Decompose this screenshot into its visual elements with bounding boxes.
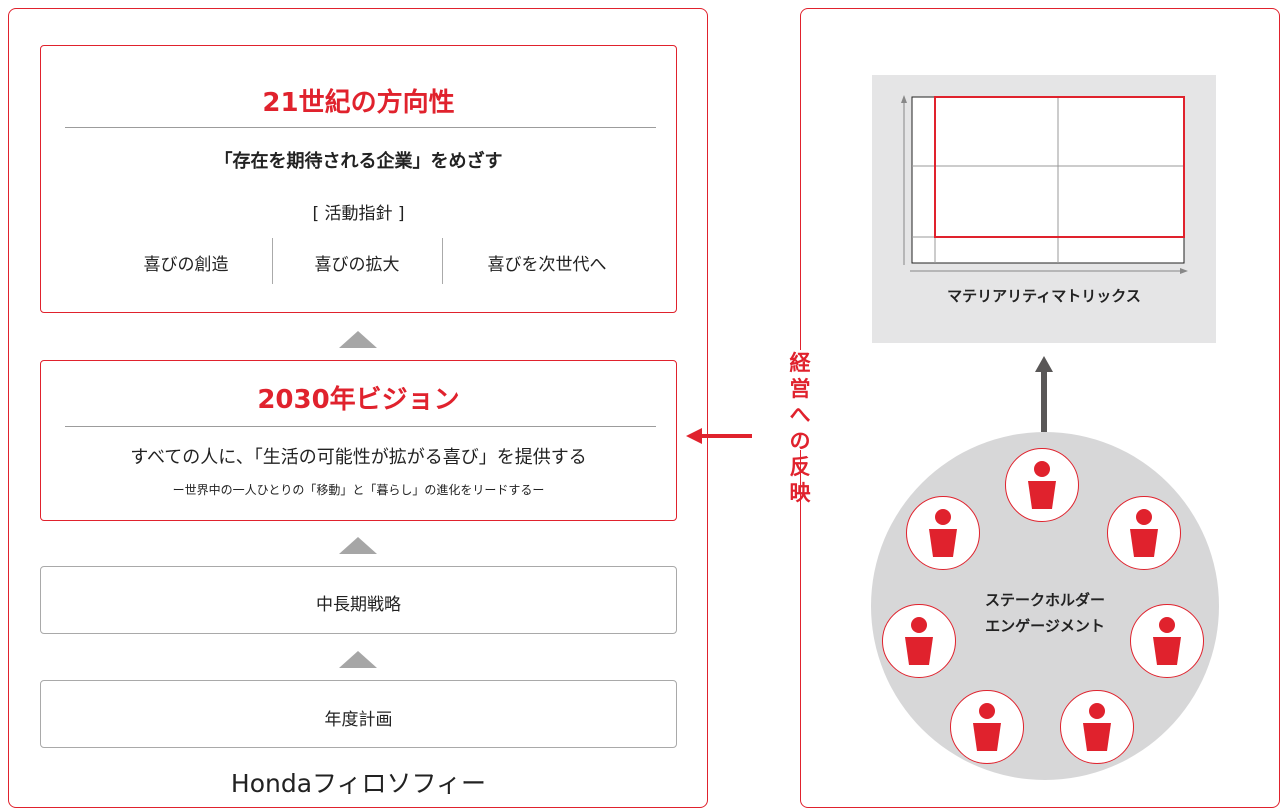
arrow-left-icon xyxy=(686,428,752,444)
philosophy-subheading: 「存在を期待される企業」をめざす xyxy=(214,151,503,172)
person-body xyxy=(929,529,957,557)
person-icon xyxy=(1107,496,1181,570)
person-body xyxy=(1083,723,1111,751)
reflection-char: 営 xyxy=(789,377,811,401)
person-glyph xyxy=(1028,461,1056,509)
stakeholder-line2: エンゲージメント xyxy=(985,617,1105,635)
person-glyph xyxy=(1130,509,1158,557)
arrow-up-icon xyxy=(1035,356,1053,432)
person-icon xyxy=(882,604,956,678)
person-icon xyxy=(906,496,980,570)
reflection-label: 経 営 へ の 反 映 xyxy=(776,350,824,505)
reflection-arrow xyxy=(686,425,754,447)
person-body xyxy=(1130,529,1158,557)
reflection-char: へ xyxy=(789,403,811,427)
person-glyph xyxy=(929,509,957,557)
guideline-divider xyxy=(442,238,443,284)
strategy-label: 中長期戦略 xyxy=(316,595,401,615)
person-head xyxy=(979,703,995,719)
up-triangle-icon xyxy=(339,651,377,668)
guideline-item: 喜びを次世代へ xyxy=(487,255,607,275)
person-body xyxy=(1028,481,1056,509)
materiality-matrix-chart xyxy=(901,95,1188,274)
person-glyph xyxy=(973,703,1001,751)
up-triangle-icon xyxy=(339,331,377,348)
person-head xyxy=(911,617,927,633)
guideline-item: 喜びの創造 xyxy=(143,255,229,275)
left-panel xyxy=(8,8,708,808)
person-icon xyxy=(1130,604,1204,678)
person-head xyxy=(1034,461,1050,477)
person-icon xyxy=(950,690,1024,764)
reflection-char: 映 xyxy=(789,481,811,505)
person-icon xyxy=(1005,448,1079,522)
person-head xyxy=(935,509,951,525)
vision-divider xyxy=(65,426,656,427)
person-body xyxy=(1153,637,1181,665)
person-body xyxy=(973,723,1001,751)
footer-label: Hondaフィロソフィー xyxy=(230,769,487,798)
annual-plan-box: 年度計画 xyxy=(40,680,677,748)
reflection-char: 経 xyxy=(789,351,811,375)
vision-statement: すべての人に、「生活の可能性が拡がる喜び」を提供する xyxy=(130,447,587,468)
up-triangle-icon xyxy=(339,537,377,554)
philosophy-divider xyxy=(65,127,656,128)
vision-substatement: ー世界中の一人ひとりの「移動」と「暮らし」の進化をリードするー xyxy=(172,483,545,497)
person-glyph xyxy=(1153,617,1181,665)
materiality-matrix-card: マテリアリティマトリックス xyxy=(872,75,1216,343)
person-head xyxy=(1159,617,1175,633)
guideline-item: 喜びの拡大 xyxy=(314,255,400,275)
person-glyph xyxy=(905,617,933,665)
vision-heading: 2030年ビジョン xyxy=(257,385,460,415)
philosophy-box: 21世紀の方向性 「存在を期待される企業」をめざす [ 活動指針 ] 喜びの創造… xyxy=(40,45,677,313)
matrix-label: マテリアリティマトリックス xyxy=(947,287,1141,305)
philosophy-heading: 21世紀の方向性 xyxy=(262,88,455,118)
guideline-divider xyxy=(272,238,273,284)
person-body xyxy=(905,637,933,665)
stakeholder-label: ステークホルダー エンゲージメント xyxy=(945,587,1145,639)
stakeholder-line1: ステークホルダー xyxy=(984,591,1105,609)
person-head xyxy=(1136,509,1152,525)
strategy-box: 中長期戦略 xyxy=(40,566,677,634)
annual-plan-label: 年度計画 xyxy=(324,710,393,730)
person-glyph xyxy=(1083,703,1111,751)
person-head xyxy=(1089,703,1105,719)
guidelines-label: [ 活動指針 ] xyxy=(312,204,405,224)
vision-box: 2030年ビジョン すべての人に、「生活の可能性が拡がる喜び」を提供する ー世界… xyxy=(40,360,677,521)
person-icon xyxy=(1060,690,1134,764)
reflection-char: の xyxy=(789,429,811,453)
reflection-char: 反 xyxy=(789,455,811,479)
